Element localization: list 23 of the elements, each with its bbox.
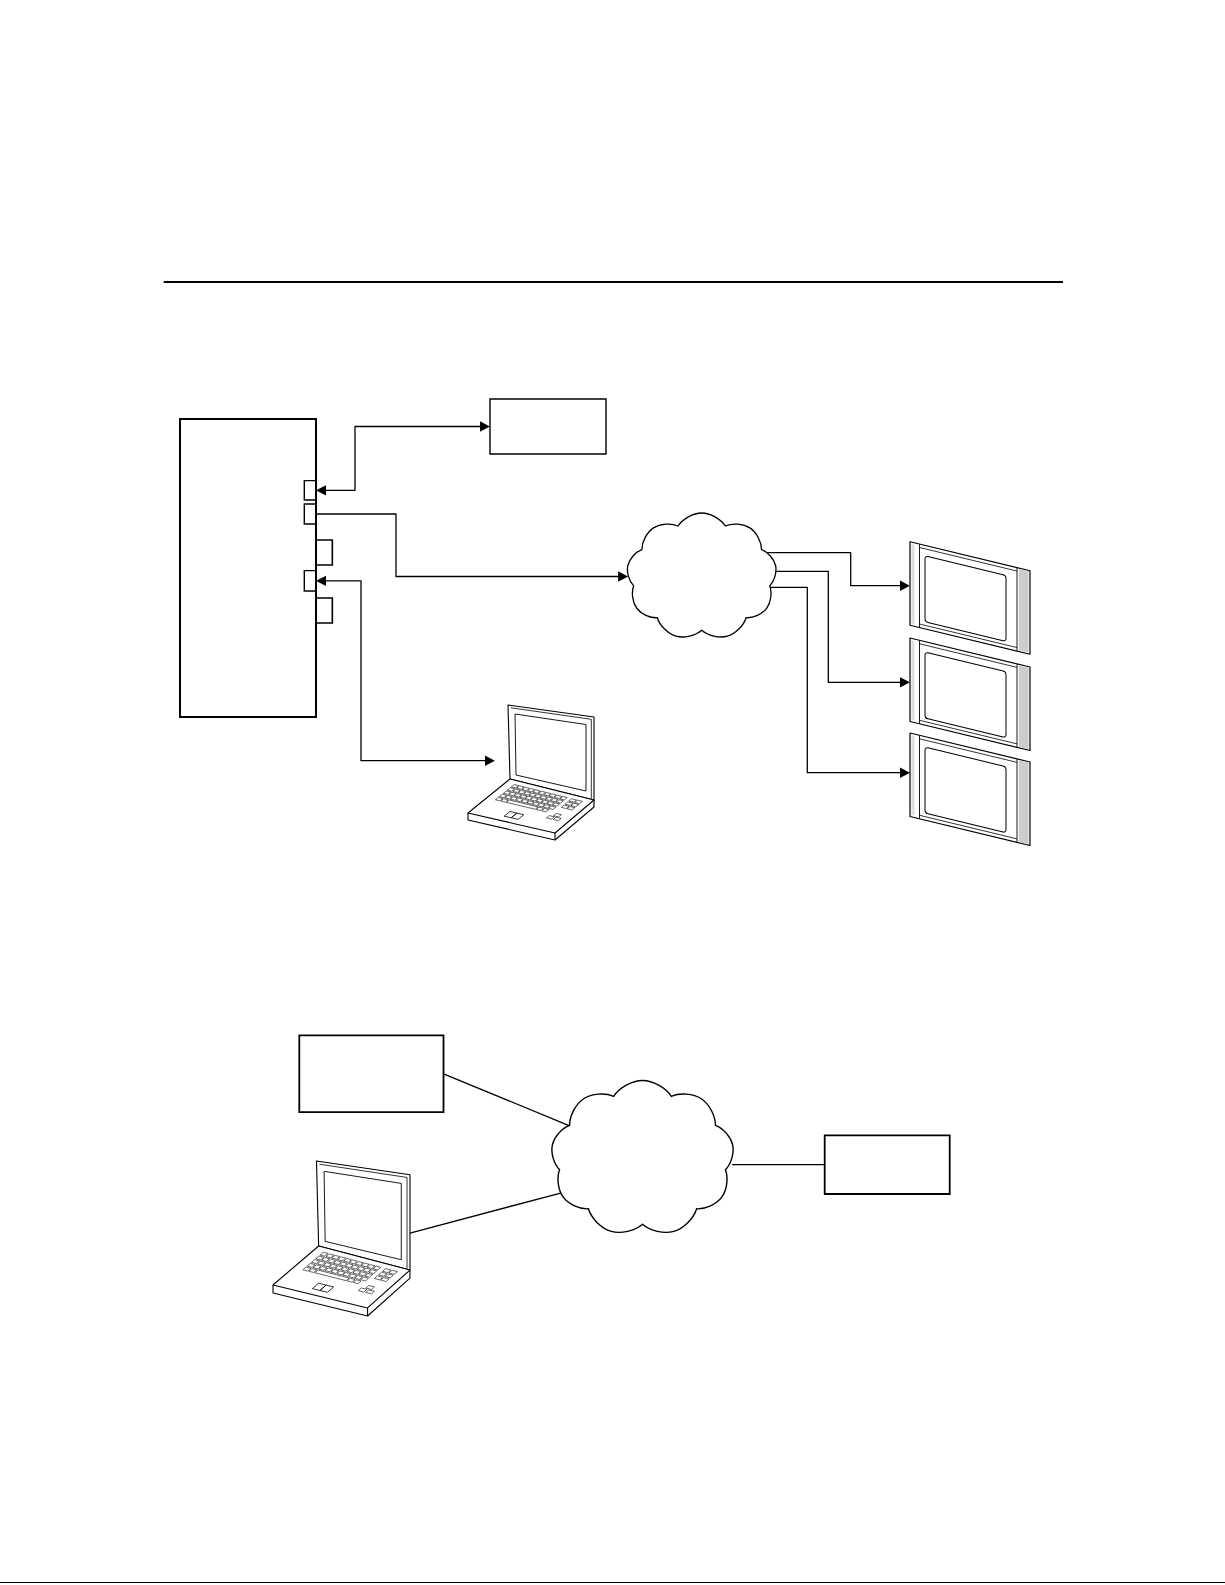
laptop-drawing	[467, 704, 595, 841]
network-cloud	[551, 1079, 734, 1234]
port-box	[303, 569, 317, 592]
empty-box	[298, 1034, 445, 1114]
device-box	[179, 418, 317, 718]
flat-panel-display	[909, 637, 1031, 752]
empty-box	[489, 398, 607, 455]
port-box	[303, 503, 317, 525]
arrow	[766, 552, 910, 591]
arrow	[769, 586, 910, 778]
arrow	[775, 570, 910, 688]
port-box	[315, 539, 334, 566]
arrow	[316, 421, 490, 496]
empty-box	[823, 1134, 951, 1195]
flat-panel-display	[909, 732, 1031, 847]
port-box	[303, 479, 317, 501]
connector-line	[442, 1073, 570, 1127]
network-cloud	[626, 512, 777, 638]
laptop-drawing	[272, 1160, 411, 1317]
connector-line	[731, 1164, 826, 1166]
connector-line	[409, 1192, 562, 1234]
port-box	[315, 597, 334, 624]
flat-panel-display	[909, 541, 1031, 655]
